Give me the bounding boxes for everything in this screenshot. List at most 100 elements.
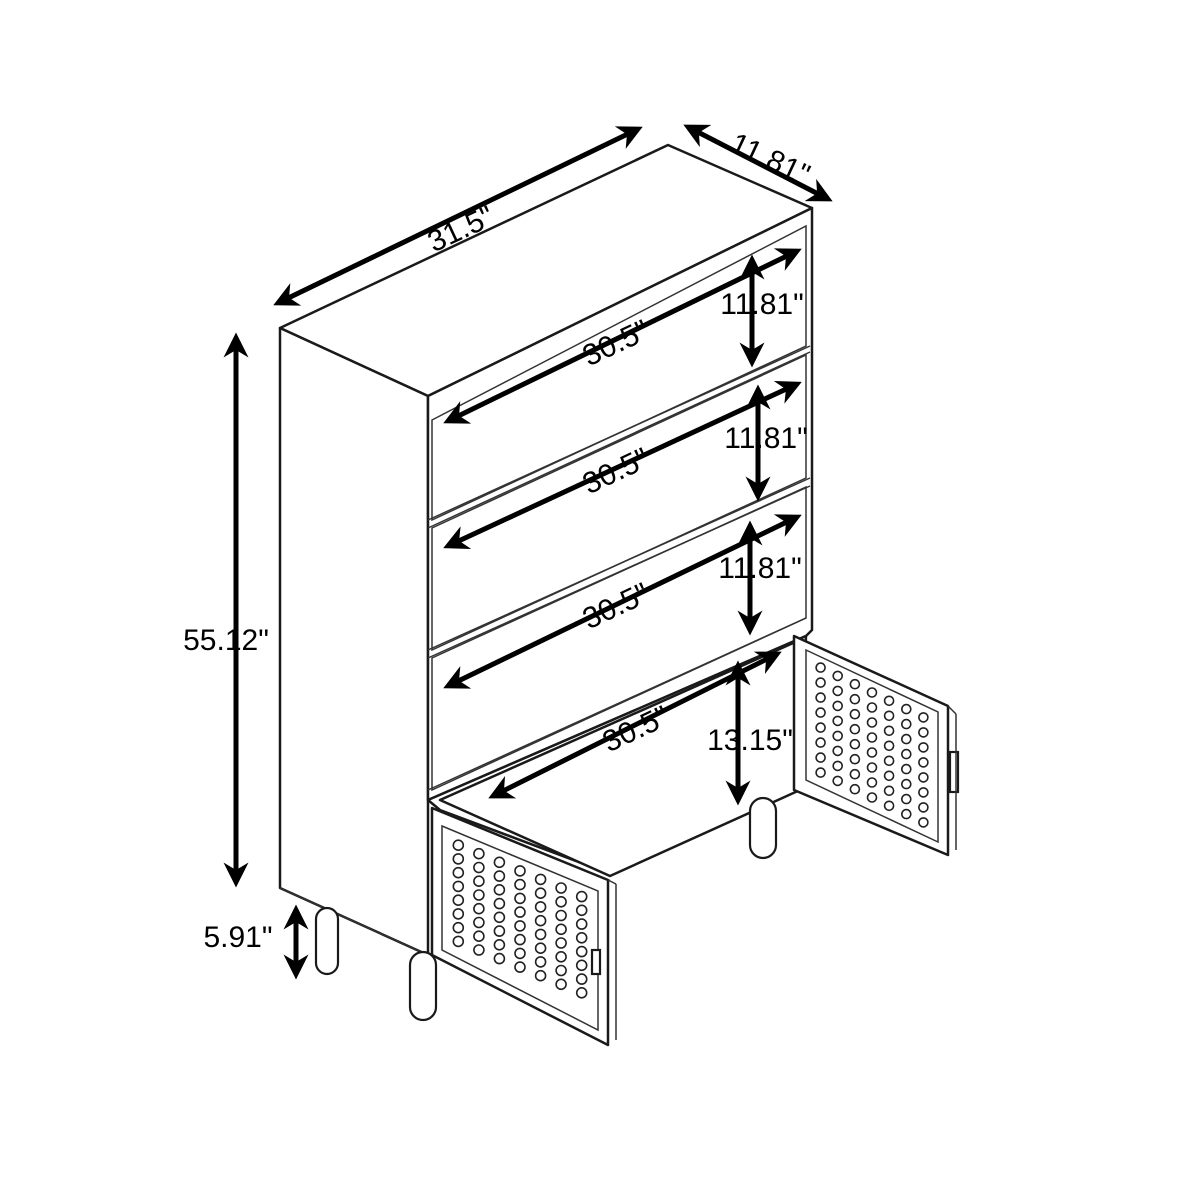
door-hole (832, 775, 844, 787)
leg-back-right (748, 796, 778, 860)
door-hole (815, 707, 826, 718)
label-cabinet-height: 13.15" (707, 724, 793, 757)
door-hole (815, 692, 826, 703)
door-hole (473, 861, 485, 874)
door-hole (866, 732, 878, 743)
door-hole (473, 916, 485, 929)
door-hole (514, 865, 526, 877)
door-hole (555, 937, 567, 949)
door-hole (883, 725, 895, 737)
door-hole (575, 931, 588, 944)
door-hole (493, 856, 506, 869)
door-hole (575, 986, 588, 999)
door-hole (883, 800, 895, 812)
door-hole (473, 847, 485, 860)
door-hole (832, 730, 844, 742)
door-hole (900, 718, 912, 730)
door-hole (918, 712, 929, 723)
door-hole (849, 723, 861, 735)
door-hole (534, 942, 547, 955)
door-hole (849, 768, 861, 780)
door-hole (918, 757, 929, 768)
door-hole (832, 760, 844, 772)
door-hole (832, 745, 844, 757)
door-hole (900, 808, 912, 820)
door-hole (493, 897, 506, 910)
door-hole (849, 708, 861, 720)
door-hole (555, 923, 567, 936)
door-hole (918, 772, 929, 783)
door-hole (452, 839, 465, 852)
door-hole (452, 935, 465, 948)
door-hole (575, 918, 588, 930)
door-hole (575, 945, 588, 958)
door-hole (493, 938, 506, 951)
label-shelf-height-3: 11.81" (718, 552, 802, 585)
door-hole (473, 889, 485, 901)
door-hole (493, 870, 506, 882)
right-door-panel (805, 648, 939, 844)
door-hole (900, 793, 912, 805)
door-hole (473, 944, 485, 956)
leg-front-left (314, 906, 340, 976)
door-hole (514, 961, 526, 973)
door-hole (575, 904, 588, 917)
left-side-panel (278, 326, 430, 957)
door-hole (534, 901, 547, 913)
door-hole (849, 678, 861, 690)
door-hole (832, 670, 844, 682)
dim-top-width (273, 126, 643, 306)
label-leg-height: 5.91" (203, 921, 272, 954)
door-hole (555, 978, 567, 991)
door-hole (452, 921, 465, 934)
door-hole (815, 722, 826, 733)
door-hole (493, 925, 506, 937)
left-door-pattern (452, 839, 588, 999)
door-hole (514, 878, 526, 891)
door-hole (900, 778, 912, 790)
left-door-panel (441, 824, 599, 1032)
door-hole (883, 710, 895, 722)
door-hole (534, 873, 547, 886)
door-hole (849, 753, 861, 765)
door-hole (866, 792, 878, 803)
door-hole (514, 920, 526, 932)
door-hole (918, 802, 929, 813)
door-hole (514, 906, 526, 918)
door-hole (514, 892, 526, 905)
door-hole (815, 752, 826, 763)
door-hole (849, 783, 861, 795)
door-hole (883, 740, 895, 752)
door-hole (493, 883, 506, 896)
door-hole (514, 933, 526, 946)
door-hole (815, 737, 826, 748)
left-door-handle (590, 948, 602, 976)
door-hole (534, 887, 547, 900)
label-height: 55.12" (183, 624, 269, 657)
right-door-edge (947, 705, 957, 715)
door-hole (883, 785, 895, 797)
door-hole (452, 894, 465, 907)
door-hole (473, 875, 485, 888)
right-door-handle (948, 750, 960, 794)
dimension-lines (223, 124, 833, 980)
door-hole (575, 959, 588, 972)
door-hole (900, 703, 912, 715)
label-shelf-height-1: 11.81" (720, 288, 804, 321)
door-hole (555, 882, 567, 894)
door-hole (918, 817, 929, 828)
door-hole (815, 677, 826, 688)
right-door-pattern (815, 662, 929, 828)
door-hole (883, 695, 895, 707)
door-hole (452, 853, 465, 865)
door-hole (452, 880, 465, 893)
door-hole (473, 930, 485, 943)
door-hole (555, 895, 567, 908)
door-hole (918, 787, 929, 798)
door-hole (866, 702, 878, 713)
door-hole (575, 973, 588, 985)
door-hole (866, 777, 878, 788)
door-hole (555, 964, 567, 977)
